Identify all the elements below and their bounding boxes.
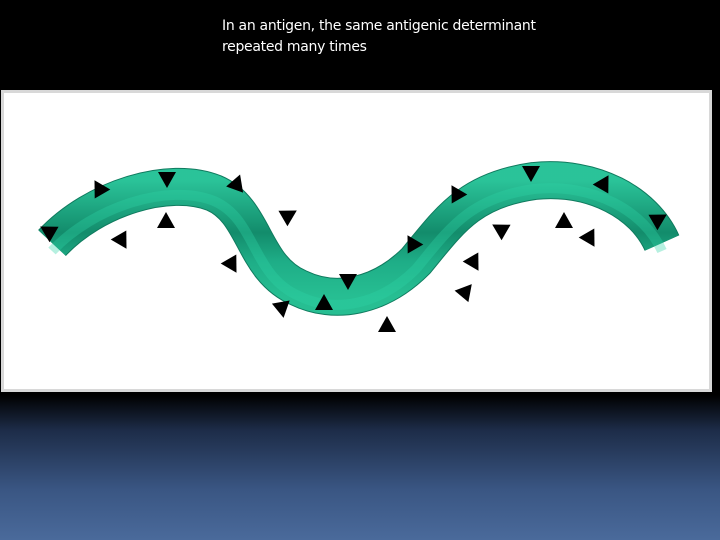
antigenic-determinant	[454, 284, 472, 303]
antigenic-determinant	[220, 254, 237, 273]
antigenic-determinant	[578, 228, 595, 247]
antigenic-determinant	[278, 210, 297, 227]
slide-caption: In an antigen, the same antigenic determ…	[222, 16, 662, 58]
antigenic-determinant	[462, 252, 479, 271]
antigen-strand	[38, 162, 679, 315]
antigenic-determinant	[492, 224, 511, 241]
antigenic-determinant	[407, 235, 424, 254]
antigenic-determinant	[315, 294, 333, 310]
antigen-strand-highlight	[48, 183, 667, 310]
antigenic-determinant	[339, 274, 357, 290]
antigen-figure	[1, 90, 712, 392]
antigenic-determinant	[522, 166, 540, 182]
antigenic-determinant	[158, 172, 176, 188]
antigenic-determinant	[555, 212, 573, 228]
antigenic-determinant	[157, 212, 175, 228]
antigenic-determinant	[648, 214, 667, 231]
antigenic-determinant	[110, 230, 127, 249]
antigenic-determinant	[451, 185, 468, 204]
caption-line-2: repeated many times	[222, 39, 367, 55]
antigenic-determinant	[378, 316, 396, 332]
caption-line-1: In an antigen, the same antigenic determ…	[222, 18, 536, 34]
antigenic-determinant	[94, 180, 111, 199]
antigen-diagram	[38, 161, 680, 332]
antigenic-determinant	[226, 174, 244, 193]
antigenic-determinant	[271, 300, 290, 318]
antigenic-determinant	[40, 226, 59, 243]
antigenic-determinant	[592, 175, 609, 194]
